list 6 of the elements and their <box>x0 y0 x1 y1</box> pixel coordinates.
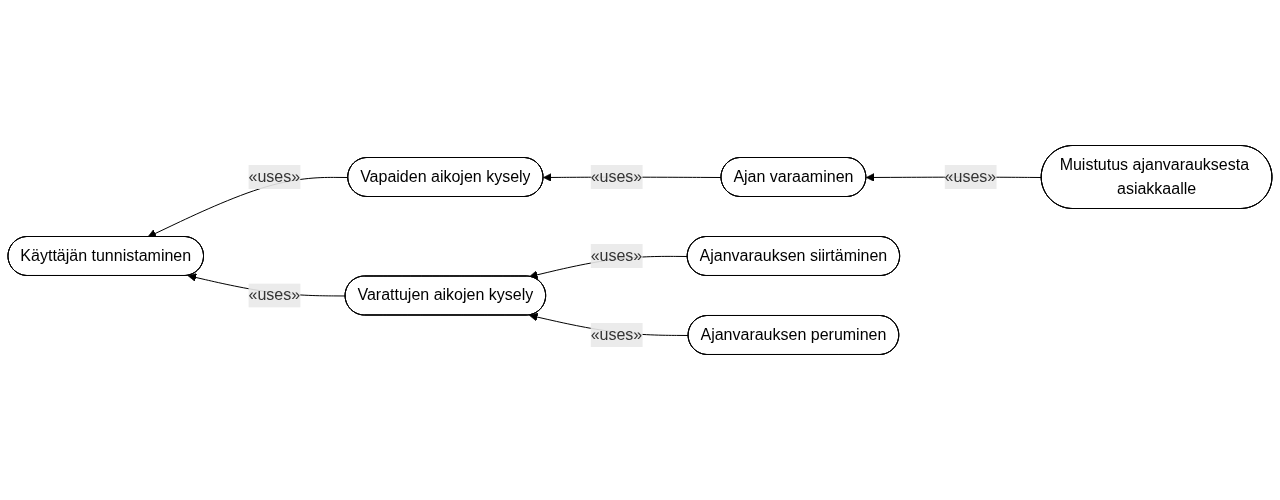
edge-label: «uses» <box>590 247 643 264</box>
edge-label: «uses» <box>248 168 301 185</box>
edge-label: «uses» <box>944 168 997 185</box>
edge-label: «uses» <box>248 286 301 304</box>
edge-label: «uses» <box>590 326 643 343</box>
edge-label: «uses» <box>590 168 643 185</box>
